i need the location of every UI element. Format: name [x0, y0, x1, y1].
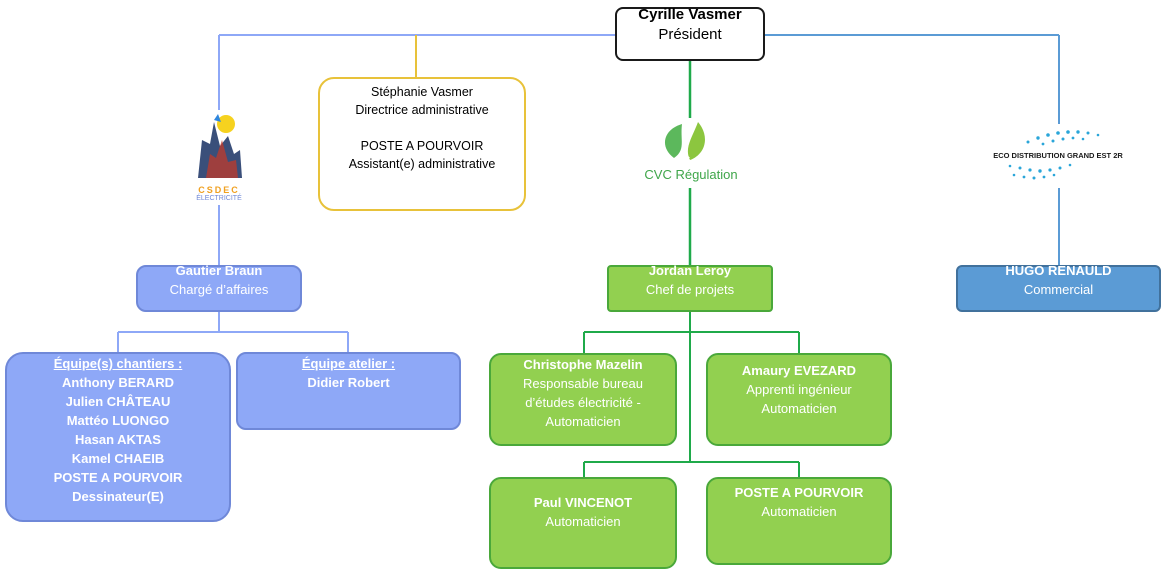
president-title: Président [658, 26, 722, 43]
chantiers-member: Julien CHÂTEAU [65, 394, 171, 409]
chantiers-member: POSTE A POURVOIR [53, 470, 183, 485]
christophe-box: Christophe Mazelin Responsable bureau d’… [489, 353, 677, 446]
hugo-box: HUGO RENAULD Commercial [956, 263, 1161, 312]
csdec-logo-text: CSDEC [198, 185, 240, 195]
christophe-name: Christophe Mazelin [523, 357, 643, 372]
chantiers-member: Mattéo LUONGO [66, 413, 170, 428]
jordan-title: Chef de projets [645, 282, 735, 297]
atelier-heading: Équipe atelier : [301, 356, 396, 371]
poste-name: POSTE A POURVOIR [734, 485, 864, 500]
amaury-title-line: Automaticien [761, 401, 837, 416]
csdec-logo-subtext: ÉLECTRICITÉ [196, 195, 242, 202]
christophe-title-line: Automaticien [545, 414, 621, 429]
csdec-logo: CSDEC ÉLECTRICITÉ [188, 110, 250, 205]
admin-vacancy-title: Assistant(e) administrative [348, 157, 496, 171]
admin-title: Directrice administrative [355, 103, 489, 117]
amaury-title-line: Apprenti ingénieur [746, 382, 852, 397]
atelier-box: Équipe atelier : Didier Robert [236, 352, 461, 430]
amaury-box: Amaury EVEZARD Apprenti ingénieur Automa… [706, 353, 892, 446]
eco-logo: ECO DISTRIBUTION GRAND EST 2R [988, 124, 1128, 188]
cvc-logo-text: CVC Régulation [644, 167, 738, 182]
poste-box: POSTE A POURVOIR Automaticien [706, 477, 892, 565]
jordan-box: Jordan Leroy Chef de projets [607, 263, 773, 312]
jordan-name: Jordan Leroy [648, 263, 732, 278]
hugo-name: HUGO RENAULD [1005, 263, 1112, 278]
chantiers-member: Kamel CHAEIB [71, 451, 165, 466]
president-name: Cyrille Vasmer [638, 6, 742, 23]
paul-name: Paul VINCENOT [533, 495, 633, 510]
poste-title: Automaticien [761, 504, 837, 519]
chantiers-member: Dessinateur(E) [72, 489, 164, 504]
chantiers-box: Équipe(s) chantiers : Anthony BERARD Jul… [5, 352, 231, 522]
csdec-logo-icon [198, 114, 242, 178]
paul-box: Paul VINCENOT Automaticien [489, 477, 677, 569]
chantiers-member: Anthony BERARD [62, 375, 174, 390]
gautier-title: Chargé d’affaires [169, 282, 269, 297]
christophe-title-line: d’études électricité - [525, 395, 641, 410]
amaury-name: Amaury EVEZARD [741, 363, 857, 378]
cvc-leaf-icon [664, 122, 705, 161]
eco-dots-bottom-icon [1008, 163, 1072, 180]
admin-box: Stéphanie Vasmer Directrice administrati… [318, 77, 526, 211]
chantiers-heading: Équipe(s) chantiers : [53, 356, 183, 371]
hugo-title: Commercial [1023, 282, 1094, 297]
eco-logo-text: ECO DISTRIBUTION GRAND EST 2R [993, 151, 1123, 160]
paul-title: Automaticien [545, 514, 621, 529]
president-box: Cyrille Vasmer Président [615, 6, 765, 61]
atelier-member: Didier Robert [307, 375, 390, 390]
cvc-logo: CVC Régulation [636, 118, 746, 188]
chantiers-member: Hasan AKTAS [75, 432, 161, 447]
christophe-title-line: Responsable bureau [523, 376, 643, 391]
admin-vacancy: POSTE A POURVOIR [360, 139, 484, 153]
gautier-name: Gautier Braun [175, 263, 263, 278]
gautier-box: Gautier Braun Chargé d’affaires [136, 263, 302, 312]
admin-name: Stéphanie Vasmer [371, 85, 473, 99]
eco-dots-top-icon [1026, 130, 1100, 146]
